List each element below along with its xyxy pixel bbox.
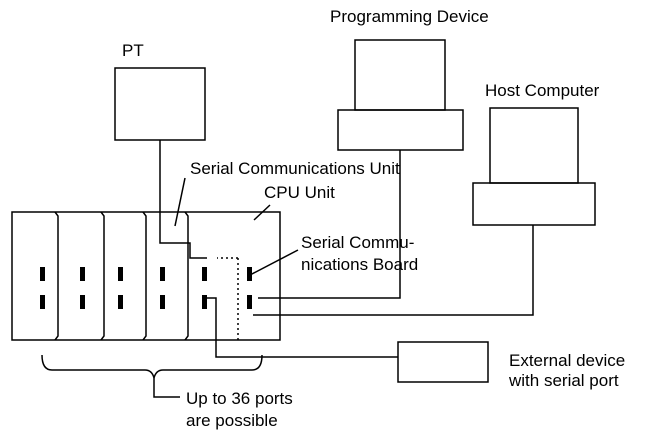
plc-rack — [11, 211, 281, 341]
port-slot — [160, 295, 165, 309]
ports-leader-line — [153, 378, 180, 398]
external-device-label-line2: with serial port — [508, 371, 619, 390]
serial-communications-board-label-line2: nications Board — [301, 255, 418, 274]
programming-device-base — [337, 109, 464, 151]
external-device-cable — [205, 297, 398, 358]
ports-label-line2: are possible — [186, 411, 278, 430]
ports — [40, 267, 252, 309]
pt-cable — [159, 140, 207, 259]
cpu-unit-leader — [253, 204, 271, 221]
port-slot — [40, 267, 45, 281]
host-computer-label: Host Computer — [485, 81, 600, 100]
unit-divider — [142, 211, 147, 341]
host-computer — [472, 107, 596, 226]
rack-brace — [41, 354, 263, 379]
plc-rack-outline — [11, 211, 281, 341]
cpu-unit-label: CPU Unit — [264, 183, 335, 202]
port-slot — [202, 295, 207, 309]
external-device-label-line1: External device — [509, 351, 625, 370]
pt-box — [114, 67, 206, 141]
serial-communications-unit-label: Serial Communications Unit — [190, 159, 400, 178]
programming-device-label: Programming Device — [330, 7, 489, 26]
serial-communications-board-leader — [249, 249, 299, 276]
port-slot — [247, 267, 252, 281]
port-slot — [40, 295, 45, 309]
ports-label-line1: Up to 36 ports — [186, 389, 293, 408]
programming-device — [337, 39, 464, 151]
port-slot — [80, 267, 85, 281]
host-computer-base — [472, 182, 596, 226]
unit-divider — [184, 211, 189, 341]
port-slot — [202, 267, 207, 281]
unit-divider — [54, 211, 59, 341]
serial-communications-board-label-line1: Serial Commu- — [301, 233, 414, 252]
port-slot — [118, 295, 123, 309]
port-slot — [118, 267, 123, 281]
serial-communications-board-outline — [217, 257, 239, 340]
serial-communications-unit-leader — [174, 177, 186, 227]
host-computer-cable — [253, 225, 534, 316]
host-computer-screen — [489, 107, 579, 184]
pt-label: PT — [122, 41, 144, 60]
programming-device-cable — [258, 150, 401, 299]
external-device-box — [397, 341, 489, 383]
port-slot — [247, 295, 252, 309]
programming-device-screen — [354, 39, 446, 111]
port-slot — [160, 267, 165, 281]
unit-divider — [100, 211, 105, 341]
port-slot — [80, 295, 85, 309]
